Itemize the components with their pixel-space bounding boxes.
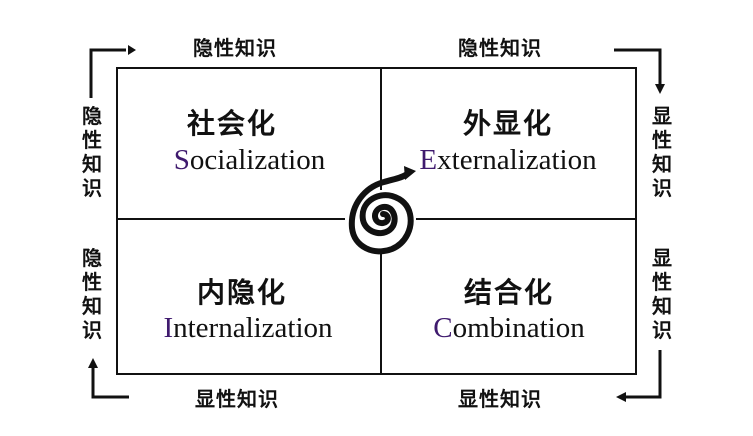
top-left-corner-arrow [89, 45, 136, 98]
internalization-initial: I [163, 312, 174, 344]
socialization-label: Socialization [117, 146, 382, 175]
internalization-title: 内隐化 [196, 276, 287, 309]
seci-matrix-frame [116, 67, 637, 375]
internalization-rest: nternalization [173, 312, 333, 344]
combination-title: 结合化 [463, 276, 554, 309]
combination-initial: C [433, 312, 453, 344]
internalization-label: Internalization [117, 314, 379, 343]
char: 显 [652, 104, 672, 128]
char: 识 [82, 176, 102, 200]
char: 知 [652, 152, 672, 176]
left-upper-vertical-label: 隐 性 知 识 [80, 104, 104, 200]
bottom-right-corner-arrow [616, 350, 662, 402]
right-upper-vertical-label: 显 性 知 识 [650, 104, 674, 200]
left-lower-vertical-label: 隐 性 知 识 [80, 246, 104, 342]
externalization-rest: xternalization [437, 144, 597, 176]
socialization-title: 社会化 [186, 107, 277, 140]
socialization-rest: ocialization [189, 144, 326, 176]
char: 识 [652, 318, 672, 342]
char: 性 [82, 128, 102, 152]
char: 识 [82, 318, 102, 342]
char: 性 [652, 128, 672, 152]
char: 知 [652, 294, 672, 318]
bottom-left-edge-label: 显性知识 [195, 387, 279, 411]
combination-rest: ombination [452, 312, 585, 344]
top-left-edge-label: 隐性知识 [193, 36, 277, 60]
char: 识 [652, 176, 672, 200]
char: 知 [82, 294, 102, 318]
char: 隐 [82, 104, 102, 128]
socialization-initial: S [173, 144, 190, 176]
right-lower-vertical-label: 显 性 知 识 [650, 246, 674, 342]
top-right-edge-label: 隐性知识 [458, 36, 542, 60]
combination-label: Combination [383, 314, 635, 343]
char: 显 [652, 246, 672, 270]
spiral-icon [348, 166, 416, 255]
char: 隐 [82, 246, 102, 270]
externalization-initial: E [419, 144, 438, 176]
bottom-right-edge-label: 显性知识 [458, 387, 542, 411]
bottom-left-corner-arrow [88, 358, 129, 399]
externalization-title: 外显化 [462, 107, 553, 140]
char: 性 [652, 270, 672, 294]
char: 知 [82, 152, 102, 176]
externalization-label: Externalization [383, 146, 633, 175]
char: 性 [82, 270, 102, 294]
top-right-corner-arrow [614, 48, 665, 94]
